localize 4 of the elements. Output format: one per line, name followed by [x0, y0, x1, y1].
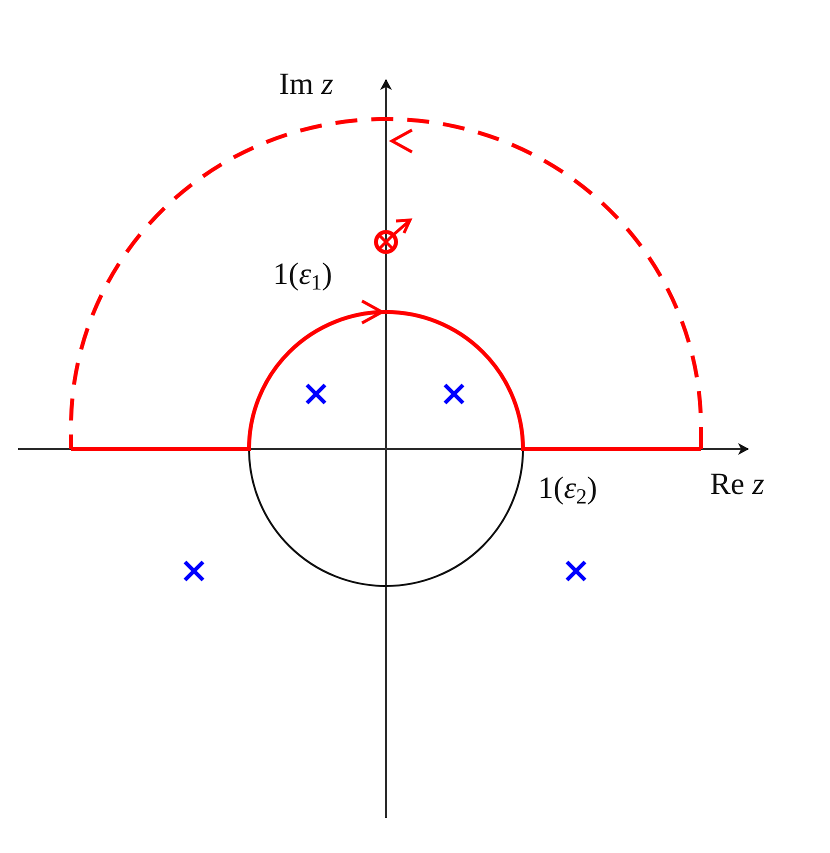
axis-label: 1(ε$_{1}$): [273, 258, 332, 289]
axis-label: 1(ε$_{2}$): [538, 472, 598, 503]
axis-label: Re z: [710, 468, 764, 499]
axis-label: Im z: [279, 68, 334, 99]
